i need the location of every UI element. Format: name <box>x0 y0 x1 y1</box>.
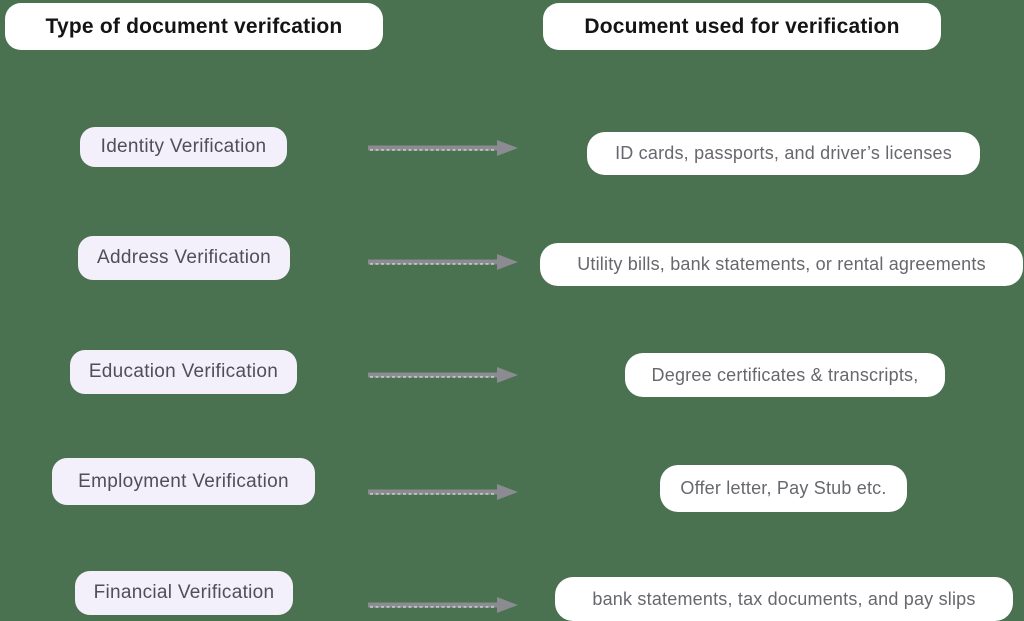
type-box-identity-verification: Identity Verification <box>80 127 287 167</box>
column-header-type-of-verification: Type of document verifcation <box>5 3 383 50</box>
type-box-employment-verification: Employment Verification <box>52 458 315 505</box>
right-arrow-icon <box>368 254 518 270</box>
doc-box-employment-documents: Offer letter, Pay Stub etc. <box>660 465 907 512</box>
doc-box-identity-documents: ID cards, passports, and driver’s licens… <box>587 132 980 175</box>
right-arrow-icon <box>368 484 518 500</box>
column-header-documents-used: Document used for verification <box>543 3 941 50</box>
doc-box-financial-documents: bank statements, tax documents, and pay … <box>555 577 1013 621</box>
right-arrow-icon <box>368 597 518 613</box>
type-box-financial-verification: Financial Verification <box>75 571 293 615</box>
right-arrow-icon <box>368 140 518 156</box>
right-arrow-icon <box>368 367 518 383</box>
type-box-address-verification: Address Verification <box>78 236 290 280</box>
doc-box-education-documents: Degree certificates & transcripts, <box>625 353 945 397</box>
type-box-education-verification: Education Verification <box>70 350 297 394</box>
doc-box-address-documents: Utility bills, bank statements, or renta… <box>540 243 1023 286</box>
